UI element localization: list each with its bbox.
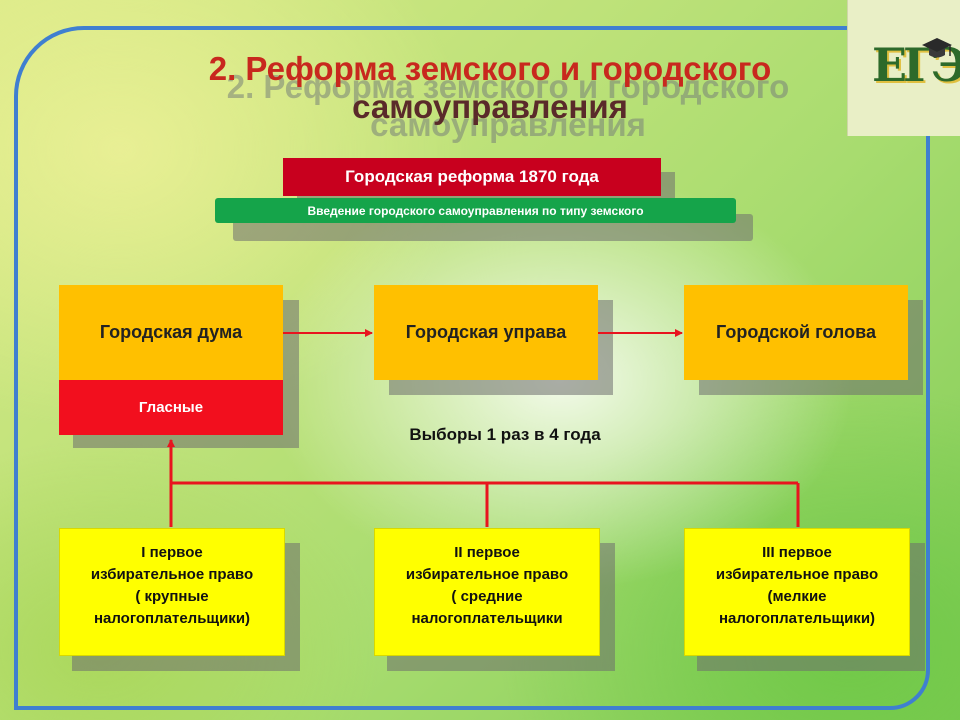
elections-label: Выборы 1 раз в 4 года (409, 425, 601, 444)
subtitle-banner: Введение городского самоуправления по ти… (215, 198, 736, 223)
graduation-cap-icon (922, 38, 952, 58)
curia-2-box: II первое избирательное право ( средние … (374, 528, 600, 656)
curia-1-box: I первое избирательное право ( крупные н… (59, 528, 285, 656)
city-duma-box: Городская дума (59, 285, 283, 380)
city-uprava-box: Городская управа (374, 285, 598, 380)
slide-title: 2. Реформа земского и городского самоупр… (110, 50, 870, 126)
curia-3-box: III первое избирательное право (мелкие н… (684, 528, 910, 656)
title-line-2: самоуправления (352, 88, 628, 125)
slide-frame (14, 26, 930, 710)
reform-banner: Городская реформа 1870 года (283, 158, 661, 196)
glasnye-box: Гласные (59, 380, 283, 435)
ege-logo: ЕГЭ (847, 0, 960, 136)
title-line-1: 2. Реформа земского и городского (208, 50, 772, 87)
city-golova-box: Городской голова (684, 285, 908, 380)
title-shadow: 2. Реформа земского и городского самоупр… (226, 68, 790, 143)
